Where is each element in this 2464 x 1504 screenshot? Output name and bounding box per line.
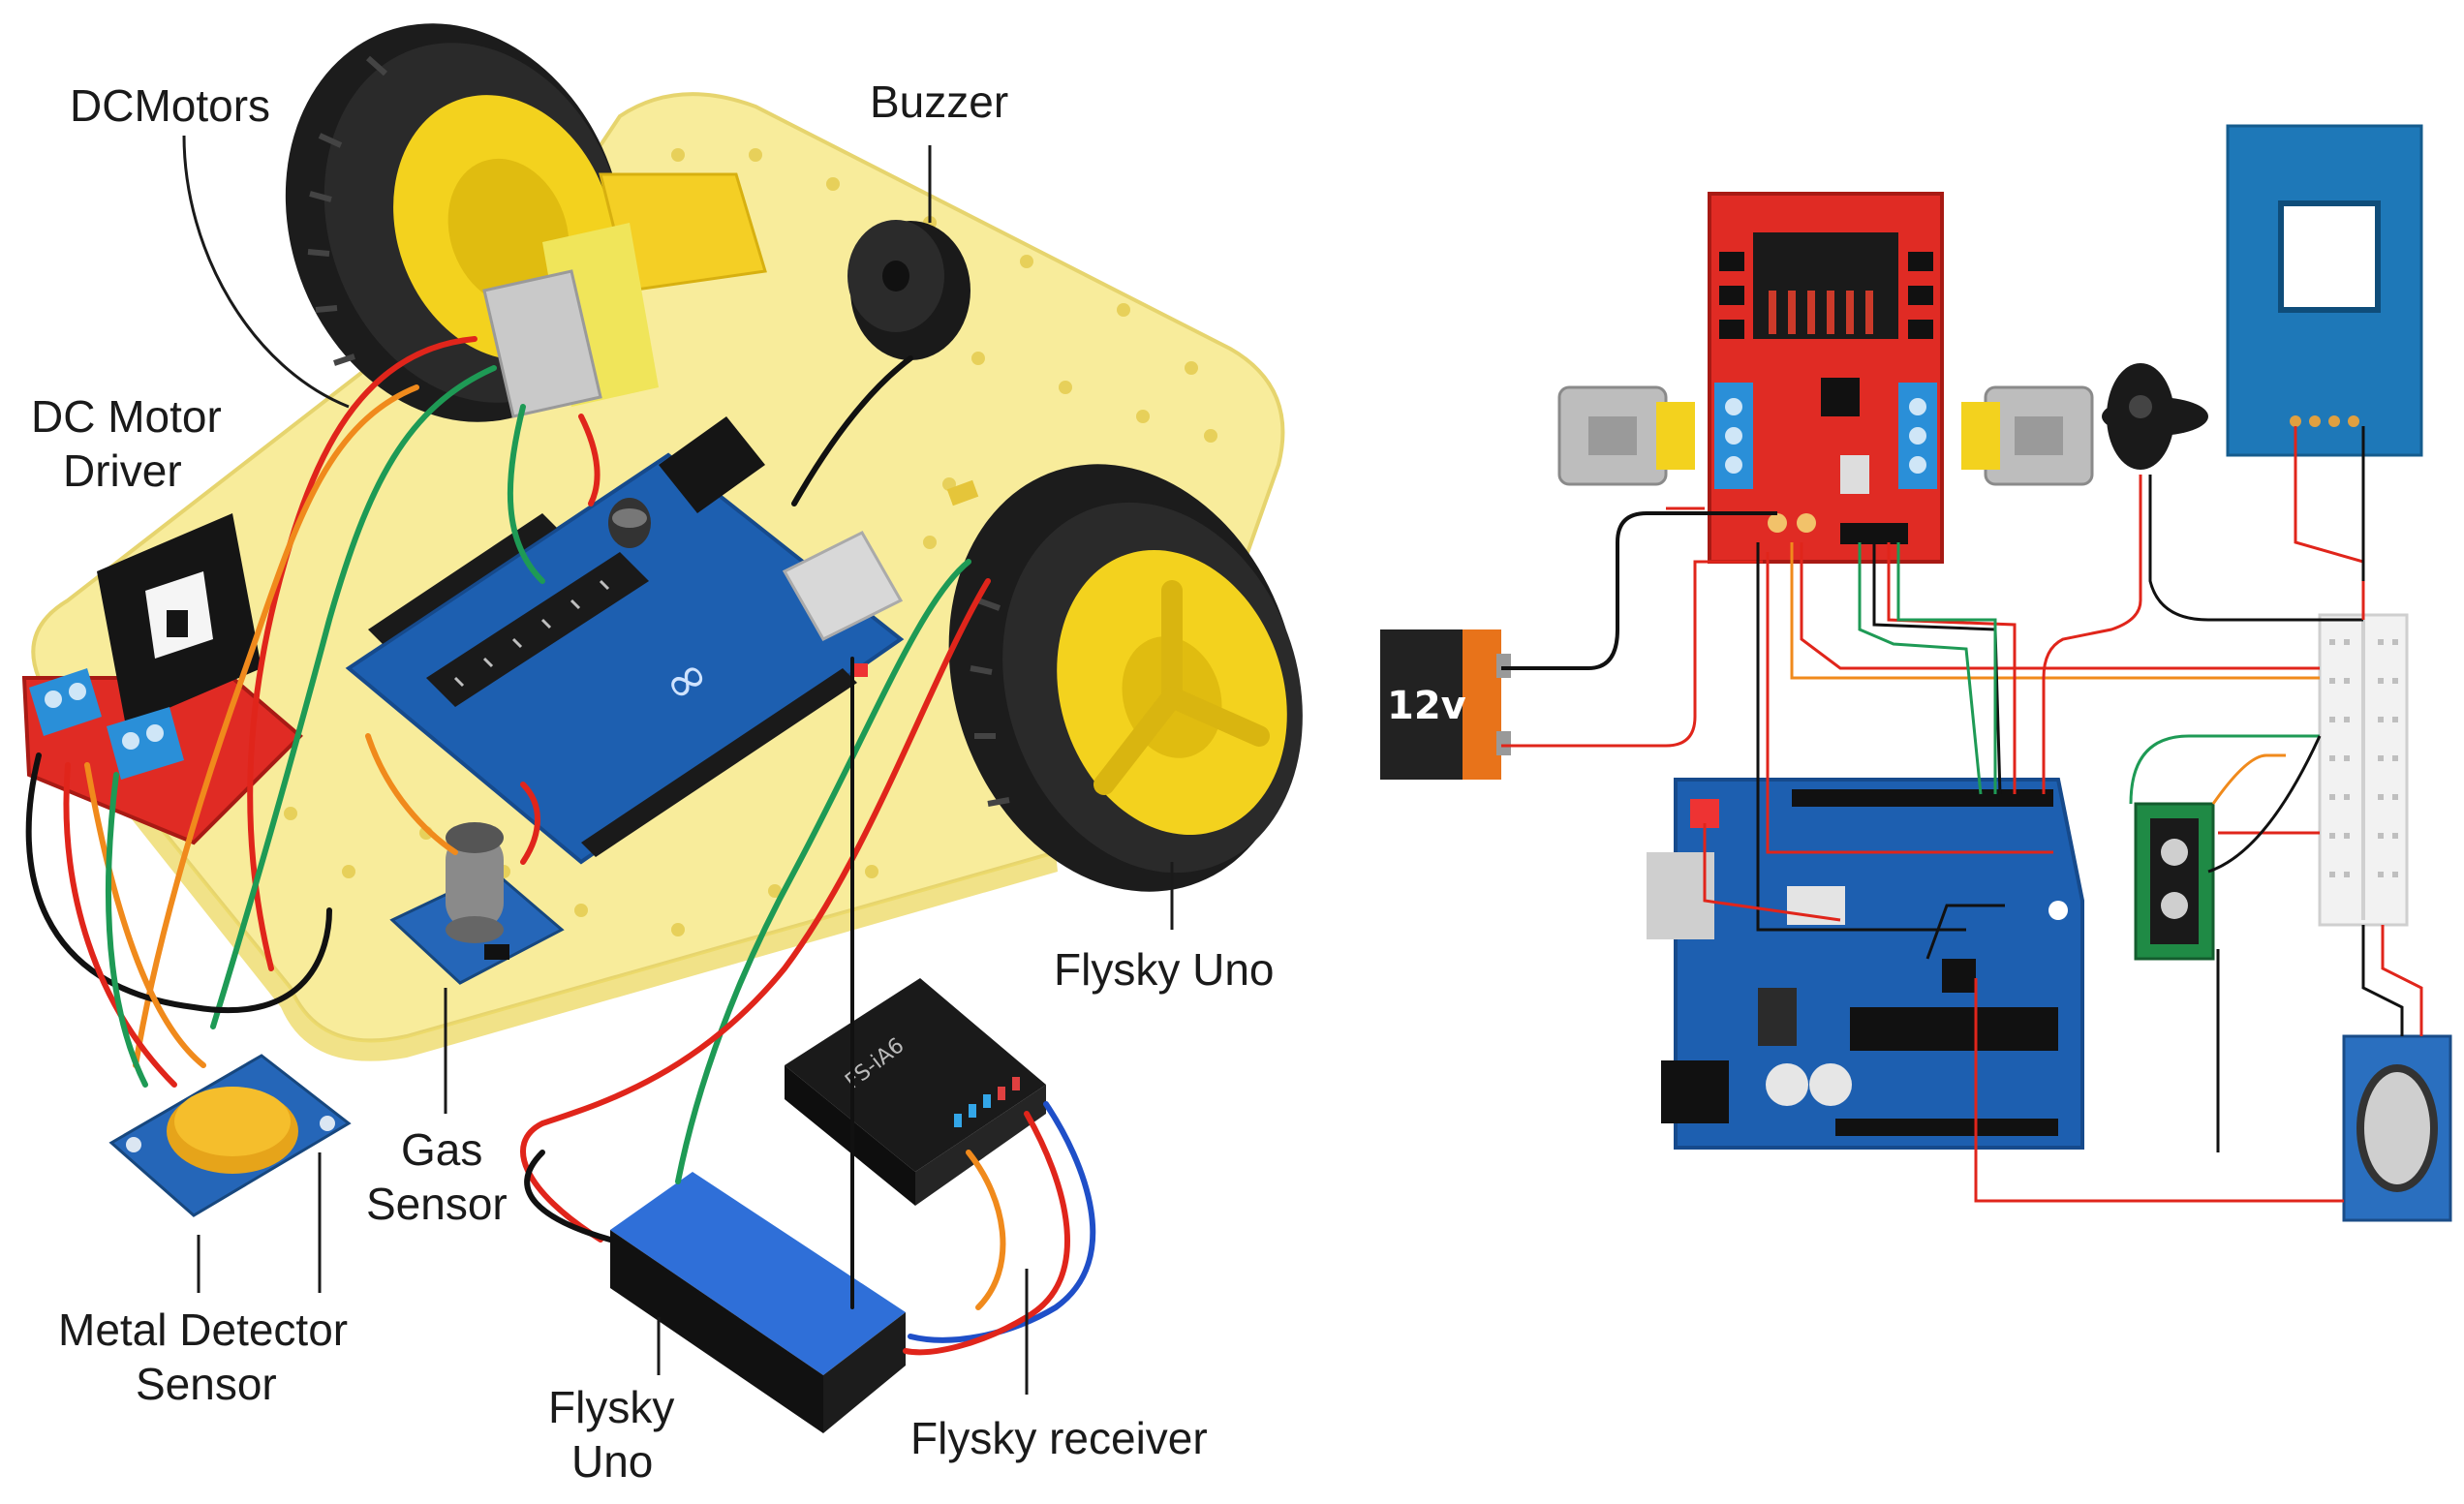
label-dc-motors: DCMotors bbox=[70, 80, 271, 131]
schematic-buzzer bbox=[2102, 363, 2208, 470]
label-battery-12v: 12v bbox=[1387, 684, 1466, 728]
schematic-motor-driver bbox=[1708, 192, 1944, 564]
battery-pack bbox=[610, 1172, 906, 1433]
leader-lines bbox=[182, 135, 1174, 1395]
buzzer-component bbox=[847, 220, 970, 360]
motor-driver-board bbox=[21, 513, 303, 845]
schematic-breadboard bbox=[2318, 613, 2409, 927]
schematic-wiring bbox=[1501, 426, 2423, 1203]
label-flysky-uno-bottom-line2: Uno bbox=[571, 1436, 654, 1487]
schematic-speaker-module bbox=[2342, 1034, 2452, 1222]
schematic-dc-motor-right bbox=[1961, 385, 2094, 486]
label-metal-detector-line2: Sensor bbox=[136, 1359, 277, 1409]
label-flysky-uno-bottom-line1: Flysky bbox=[548, 1382, 675, 1432]
arduino-board: ∞ bbox=[345, 416, 905, 865]
label-flysky-receiver: Flysky receiver bbox=[910, 1413, 1208, 1463]
label-metal-detector-line1: Metal Detector bbox=[58, 1304, 349, 1355]
label-dc-motor-driver-line2: Driver bbox=[63, 445, 182, 496]
metal-detector-module bbox=[108, 1054, 352, 1217]
label-flysky-uno-right: Flysky Uno bbox=[1054, 944, 1275, 995]
robot-car-illustration: ∞ bbox=[21, 23, 1303, 1433]
schematic-arduino-uno bbox=[1647, 778, 2084, 1150]
front-wheel bbox=[948, 464, 1303, 892]
label-buzzer: Buzzer bbox=[870, 77, 1009, 127]
schematic-dc-motor-left bbox=[1557, 385, 1695, 486]
schematic-sensor-module bbox=[2134, 802, 2215, 961]
schematic-12v-battery bbox=[1380, 629, 1511, 780]
label-gas-sensor-line2: Sensor bbox=[366, 1179, 508, 1229]
car-wiring bbox=[25, 336, 1096, 1356]
flysky-receiver-module: FS-iA6 bbox=[785, 978, 1046, 1206]
schematic-rfid-panel bbox=[2226, 124, 2423, 457]
wiring-schematic bbox=[1380, 124, 2452, 1222]
gas-sensor-module bbox=[389, 822, 565, 985]
label-gas-sensor-line1: Gas bbox=[401, 1124, 483, 1175]
terminal-blocks bbox=[29, 668, 184, 780]
gear-motor bbox=[482, 172, 767, 418]
label-dc-motor-driver-line1: DC Motor bbox=[31, 391, 222, 442]
